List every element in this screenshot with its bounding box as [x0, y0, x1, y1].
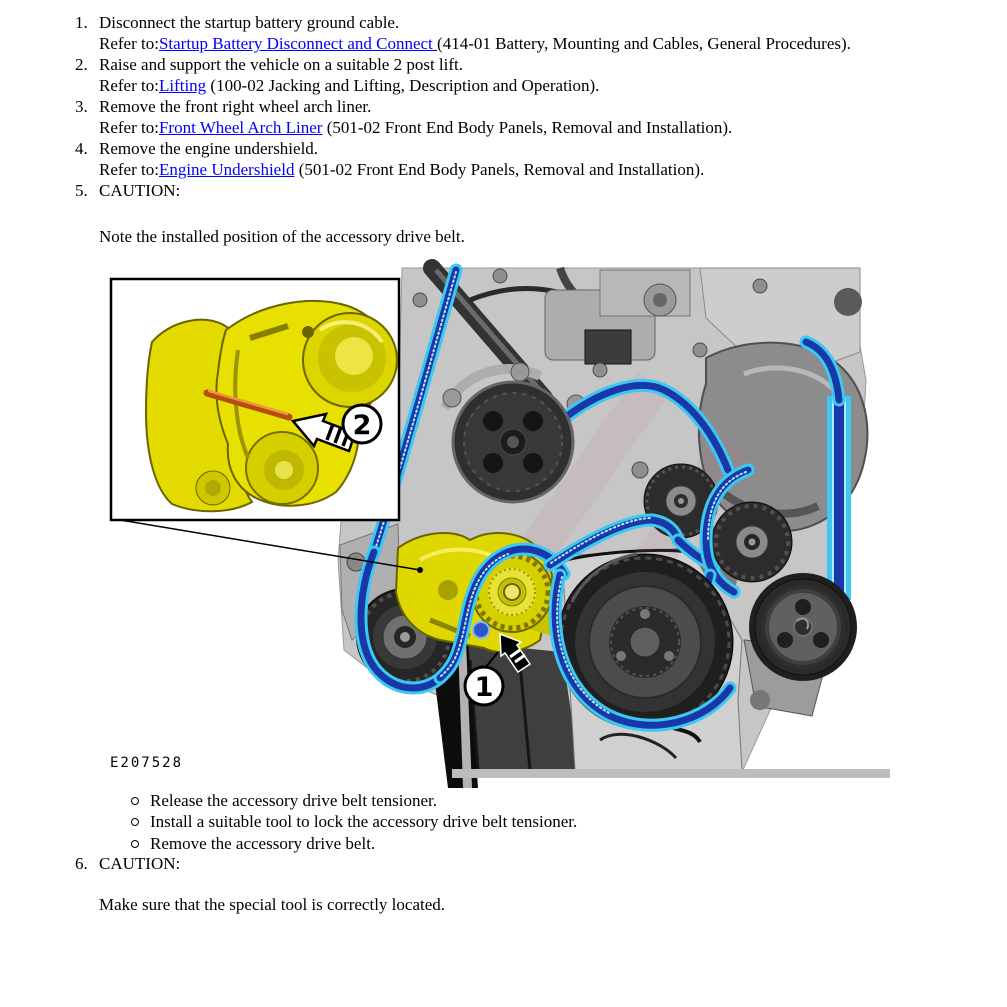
step-number: 1. [75, 13, 88, 32]
step-number: 5. [75, 181, 88, 200]
procedure-steps: 1. Disconnect the startup battery ground … [75, 12, 851, 201]
callout-2: 2 [341, 403, 383, 445]
substep-text: Install a suitable tool to lock the acce… [150, 812, 578, 832]
svg-text:1: 1 [475, 672, 494, 703]
water-pump-pulley [451, 380, 575, 504]
step-number: 6. [75, 854, 88, 873]
substep-text: Remove the accessory drive belt. [150, 833, 376, 853]
ac-compressor-pulley [749, 573, 857, 681]
step-text: Disconnect the startup battery ground ca… [99, 13, 400, 32]
substep-text: Release the accessory drive belt tension… [150, 791, 437, 810]
tensioner-bolt [472, 621, 490, 639]
bullet-icon [131, 839, 139, 848]
refer-line: Refer to:Lifting (100-02 Jacking and Lif… [99, 75, 851, 96]
special-tool-arrow-icon [485, 632, 532, 674]
step-number: 2. [75, 55, 88, 74]
refer-suffix: (501-02 Front End Body Panels, Removal a… [294, 160, 705, 179]
svg-text:2: 2 [353, 410, 372, 441]
step-2: 2. Raise and support the vehicle on a sui… [75, 54, 851, 96]
bullet-icon [131, 797, 139, 805]
refer-prefix: Refer to: [99, 118, 159, 137]
substep-1: Release the accessory drive belt tension… [131, 790, 577, 811]
bullet-icon [131, 818, 139, 827]
step-5: 5. CAUTION: [75, 180, 851, 201]
substep-3: Remove the accessory drive belt. [131, 833, 577, 854]
step-4: 4. Remove the engine undershield. Refer t… [75, 138, 851, 180]
figure-id-label: E207528 [110, 755, 183, 771]
step-text: Raise and support the vehicle on a suita… [99, 55, 464, 74]
step-1: 1. Disconnect the startup battery ground … [75, 12, 851, 54]
step-text: Remove the front right wheel arch liner. [99, 97, 372, 116]
link-lifting[interactable]: Lifting [158, 76, 207, 95]
refer-prefix: Refer to: [99, 160, 159, 179]
refer-prefix: Refer to: [99, 34, 159, 53]
step-number: 4. [75, 139, 88, 158]
refer-line: Refer to:Startup Battery Disconnect and … [99, 33, 851, 54]
refer-suffix: (414-01 Battery, Mounting and Cables, Ge… [437, 34, 851, 53]
refer-line: Refer to:Front Wheel Arch Liner (501-02 … [99, 117, 851, 138]
locking-pin [203, 389, 293, 421]
caution-note-1: Note the installed position of the acces… [99, 227, 465, 246]
crankshaft-pulley [556, 552, 734, 731]
drive-belt [354, 263, 721, 695]
drive-belt-upper [555, 335, 851, 600]
inset-leader-line [113, 518, 421, 571]
step-number: 3. [75, 97, 88, 116]
step-text: Remove the engine undershield. [99, 139, 319, 158]
substep-2: Install a suitable tool to lock the acce… [131, 811, 577, 832]
refer-prefix: Refer to: [99, 76, 159, 95]
refer-suffix: (100-02 Jacking and Lifting, Description… [206, 76, 600, 95]
refer-line: Refer to:Engine Undershield (501-02 Fron… [99, 159, 851, 180]
refer-suffix: (501-02 Front End Body Panels, Removal a… [322, 118, 733, 137]
inset-detail-box: 2 [109, 277, 401, 522]
link-engine-undershield[interactable]: Engine Undershield [158, 160, 295, 179]
substep-list: Release the accessory drive belt tension… [131, 790, 577, 854]
step-3: 3. Remove the front right wheel arch line… [75, 96, 851, 138]
caution-label: CAUTION: [99, 854, 181, 873]
link-startup-battery-disconnect[interactable]: Startup Battery Disconnect and Connect [158, 34, 438, 53]
caution-label: CAUTION: [99, 181, 181, 200]
drive-belt-crank [548, 568, 737, 732]
caution-note-2: Make sure that the special tool is corre… [99, 895, 446, 914]
link-front-wheel-arch-liner[interactable]: Front Wheel Arch Liner [158, 118, 323, 137]
step-6: 6. CAUTION: [75, 854, 180, 874]
callout-1: 1 [463, 665, 505, 707]
idler-pulley-right [711, 501, 793, 583]
